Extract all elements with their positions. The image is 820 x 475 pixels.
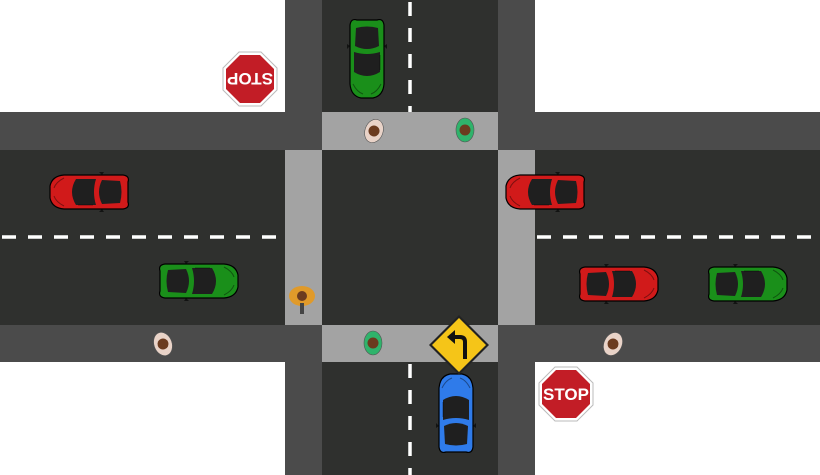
stop-sign-top-label: STOP: [227, 69, 273, 88]
car-green-west-2[interactable]: [158, 260, 239, 302]
pedestrian-north-2[interactable]: [455, 117, 475, 143]
pedestrians: [149, 116, 627, 360]
sidewalk-west-bottom: [0, 325, 285, 362]
sidewalk-east-bottom: [535, 325, 820, 362]
sidewalk-east-top: [535, 112, 820, 150]
car-green-east-3[interactable]: [707, 263, 788, 305]
car-red-east-1[interactable]: [505, 171, 586, 213]
stop-sign-bottom-label: STOP: [543, 385, 589, 404]
stop-sign-bottom: STOP: [538, 366, 594, 422]
sidewalk-corner-nw: [285, 112, 322, 150]
sidewalk-south-right: [498, 362, 535, 475]
sidewalk-north-left: [285, 0, 322, 112]
sidewalk-corner-se: [498, 325, 535, 362]
sidewalk-west-top: [0, 112, 285, 150]
left-turn-arrow-icon: [447, 330, 467, 359]
stop-sign-top: STOP: [222, 51, 278, 107]
sidewalk-corner-sw: [285, 325, 322, 362]
sidewalk-north-right: [498, 0, 535, 112]
car-green-north[interactable]: [346, 18, 388, 99]
car-red-east-2[interactable]: [578, 263, 659, 305]
pedestrian-south-crosswalk[interactable]: [363, 330, 383, 356]
sidewalk-south-left: [285, 362, 322, 475]
pedestrian-west-crosswalk[interactable]: [289, 286, 315, 314]
turn-warning-sign: [429, 315, 489, 375]
car-red-west-1[interactable]: [49, 171, 130, 213]
sidewalk-corner-ne: [498, 112, 535, 150]
car-blue-player[interactable]: [435, 373, 477, 454]
